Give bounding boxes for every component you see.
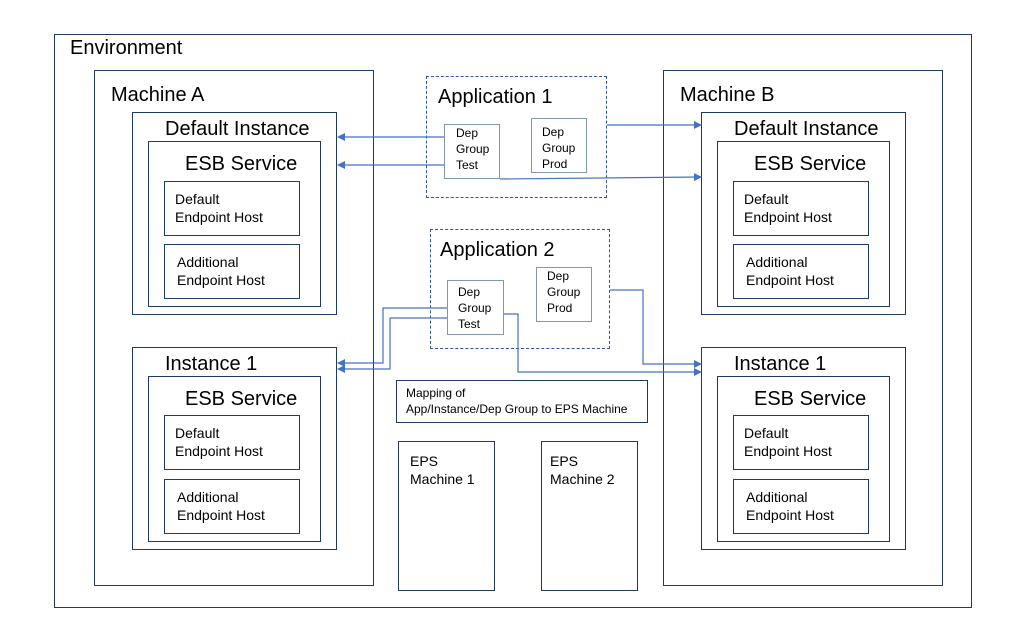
mapping-line: Mapping of	[406, 386, 466, 400]
eps-machine-2-box: EPS Machine 2	[541, 441, 638, 591]
machine-a-default-esb-label: ESB Service	[185, 153, 298, 175]
application-2-dep-group-test: Dep Group Test	[447, 280, 504, 335]
host-line: Default	[744, 425, 789, 441]
dep-line: Group	[458, 301, 492, 315]
dep-line: Dep	[458, 285, 481, 299]
application-1-label: Application 1	[438, 86, 553, 108]
machine-a-instance-1-esb-label: ESB Service	[185, 388, 298, 410]
eps-line: EPS	[410, 453, 439, 469]
host-line: Default	[744, 191, 789, 207]
application-1-dep-group-prod: Dep Group Prod	[531, 118, 587, 173]
environment-label: Environment	[70, 37, 183, 59]
host-line: Endpoint Host	[177, 507, 265, 523]
machine-b-instance-1-default-host: Default Endpoint Host	[733, 415, 869, 470]
application-2-label: Application 2	[440, 239, 555, 261]
host-line: Default	[175, 425, 220, 441]
mapping-line: App/Instance/Dep Group to EPS Machine	[406, 402, 628, 416]
host-line: Endpoint Host	[746, 507, 834, 523]
host-line: Endpoint Host	[175, 209, 263, 225]
host-line: Endpoint Host	[744, 443, 832, 459]
machine-b-label: Machine B	[680, 84, 775, 106]
eps-line: Machine 1	[410, 471, 475, 487]
machine-a-instance-1-additional-host: Additional Endpoint Host	[164, 479, 300, 534]
dep-line: Prod	[542, 157, 568, 171]
host-line: Additional	[746, 489, 808, 505]
eps-machine-1-box: EPS Machine 1	[398, 441, 495, 591]
host-line: Endpoint Host	[746, 272, 834, 288]
mapping-box: Mapping of App/Instance/Dep Group to EPS…	[396, 380, 648, 423]
host-line: Endpoint Host	[744, 209, 832, 225]
machine-a-default-default-host: Default Endpoint Host	[164, 181, 300, 236]
application-1-dep-group-test: Dep Group Test	[444, 124, 500, 179]
host-line: Additional	[177, 254, 239, 270]
machine-b-instance-1-additional-host: Additional Endpoint Host	[733, 479, 869, 534]
machine-b-default-esb-label: ESB Service	[754, 153, 867, 175]
machine-a-default-instance-label: Default Instance	[165, 118, 310, 140]
dep-line: Test	[458, 317, 481, 331]
dep-line: Group	[547, 285, 581, 299]
machine-b-default-default-host: Default Endpoint Host	[733, 181, 869, 236]
eps-line: Machine 2	[550, 471, 615, 487]
host-line: Endpoint Host	[175, 443, 263, 459]
machine-a-instance-1-label: Instance 1	[165, 353, 258, 375]
host-line: Endpoint Host	[177, 272, 265, 288]
dep-line: Dep	[547, 269, 570, 283]
eps-line: EPS	[550, 453, 579, 469]
dep-line: Group	[542, 141, 576, 155]
machine-b-instance-1-esb-label: ESB Service	[754, 388, 867, 410]
machine-b-default-additional-host: Additional Endpoint Host	[733, 244, 869, 299]
machine-a-default-additional-host: Additional Endpoint Host	[164, 244, 300, 299]
application-2-dep-group-prod: Dep Group Prod	[536, 267, 592, 322]
dep-line: Dep	[456, 126, 479, 140]
host-line: Additional	[746, 254, 808, 270]
machine-a-instance-1-default-host: Default Endpoint Host	[164, 415, 300, 470]
machine-a-label: Machine A	[111, 84, 205, 106]
dep-line: Test	[456, 158, 479, 172]
machine-b-default-instance-label: Default Instance	[734, 118, 879, 140]
machine-b-instance-1-label: Instance 1	[734, 353, 827, 375]
dep-line: Prod	[547, 301, 573, 315]
host-line: Additional	[177, 489, 239, 505]
dep-line: Dep	[542, 125, 565, 139]
host-line: Default	[175, 191, 220, 207]
dep-line: Group	[456, 142, 490, 156]
